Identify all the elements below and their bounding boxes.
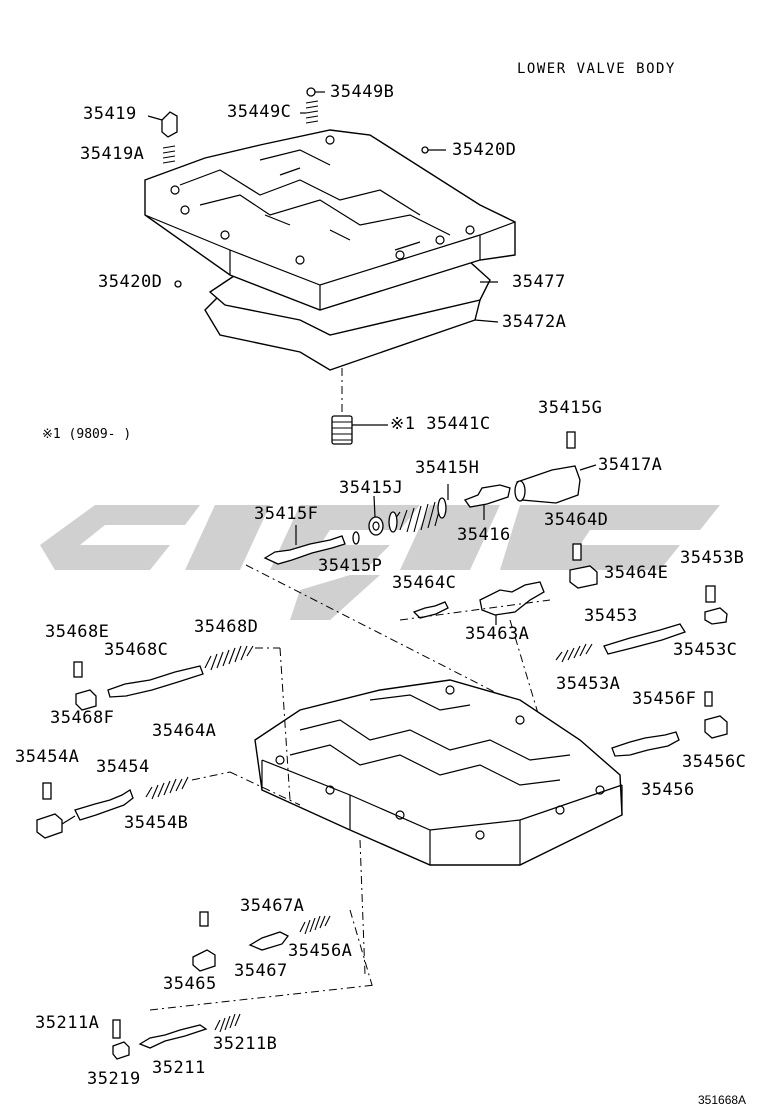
production-date-note: ※1 (9809- ) xyxy=(42,427,132,442)
part-label-35416[interactable]: 35416 xyxy=(457,525,511,545)
part-label-35464D[interactable]: 35464D xyxy=(544,510,609,530)
part-label-35415J[interactable]: 35415J xyxy=(339,478,404,498)
valve-row-left xyxy=(36,645,728,1060)
part-label-35477[interactable]: 35477 xyxy=(512,272,566,292)
part-label-35468C[interactable]: 35468C xyxy=(104,640,169,660)
valve-35415F-shape xyxy=(263,535,346,565)
part-label-35456A[interactable]: 35456A xyxy=(288,941,353,961)
part-label-35468F[interactable]: 35468F xyxy=(50,708,115,728)
part-label-35420D-left[interactable]: 35420D xyxy=(98,272,163,292)
part-label-35467A[interactable]: 35467A xyxy=(240,896,305,916)
part-label-35456F[interactable]: 35456F xyxy=(632,689,697,709)
part-label-35211A[interactable]: 35211A xyxy=(35,1013,100,1033)
part-label-35420D-top[interactable]: 35420D xyxy=(452,140,517,160)
part-label-35454[interactable]: 35454 xyxy=(96,757,150,777)
part-label-35453B[interactable]: 35453B xyxy=(680,548,745,568)
part-label-35415F[interactable]: 35415F xyxy=(254,504,319,524)
part-label-35453C[interactable]: 35453C xyxy=(673,640,738,660)
lower-valve-body-upper-assembly xyxy=(144,87,516,445)
part-label-35415G[interactable]: 35415G xyxy=(538,398,603,418)
part-label-35454B[interactable]: 35454B xyxy=(124,813,189,833)
part-label-35456C[interactable]: 35456C xyxy=(682,752,747,772)
plug-35419-shape xyxy=(161,111,178,138)
part-label-35467[interactable]: 35467 xyxy=(234,961,288,981)
diagram-title: LOWER VALVE BODY xyxy=(517,61,676,77)
part-label-35417A[interactable]: 35417A xyxy=(598,455,663,475)
part-label-35449C[interactable]: 35449C xyxy=(227,102,292,122)
part-label-35468E[interactable]: 35468E xyxy=(45,622,110,642)
part-label-35419[interactable]: 35419 xyxy=(83,104,137,124)
part-label-35464C[interactable]: 35464C xyxy=(392,573,457,593)
part-label-35211[interactable]: 35211 xyxy=(152,1058,206,1078)
part-label-35472A[interactable]: 35472A xyxy=(502,312,567,332)
figure-number: 351668A xyxy=(698,1093,747,1107)
sleeve-35417A-shape xyxy=(516,465,581,504)
part-label-35464A[interactable]: 35464A xyxy=(152,721,217,741)
part-label-35415P[interactable]: 35415P xyxy=(318,556,383,576)
valve-row-upper xyxy=(245,431,728,721)
part-label-35211B[interactable]: 35211B xyxy=(213,1034,278,1054)
part-label-35454A[interactable]: 35454A xyxy=(15,747,80,767)
valve-body-lower-shape xyxy=(254,679,623,866)
filter-35441C-shape xyxy=(331,415,353,445)
part-label-35449B[interactable]: 35449B xyxy=(330,82,395,102)
lower-valve-body-lower-assembly xyxy=(254,679,623,866)
part-label-35453A[interactable]: 35453A xyxy=(556,674,621,694)
part-label-35465[interactable]: 35465 xyxy=(163,974,217,994)
part-label-35415H[interactable]: 35415H xyxy=(415,458,480,478)
part-label-35464E[interactable]: 35464E xyxy=(604,563,669,583)
part-label-35453[interactable]: 35453 xyxy=(584,606,638,626)
part-label-35219[interactable]: 35219 xyxy=(87,1069,141,1089)
part-label-35419A[interactable]: 35419A xyxy=(80,144,145,164)
part-label-35468D[interactable]: 35468D xyxy=(194,617,259,637)
part-label-35456[interactable]: 35456 xyxy=(641,780,695,800)
part-label-35441C[interactable]: ※1 35441C xyxy=(390,414,491,434)
part-label-35463A[interactable]: 35463A xyxy=(465,624,530,644)
